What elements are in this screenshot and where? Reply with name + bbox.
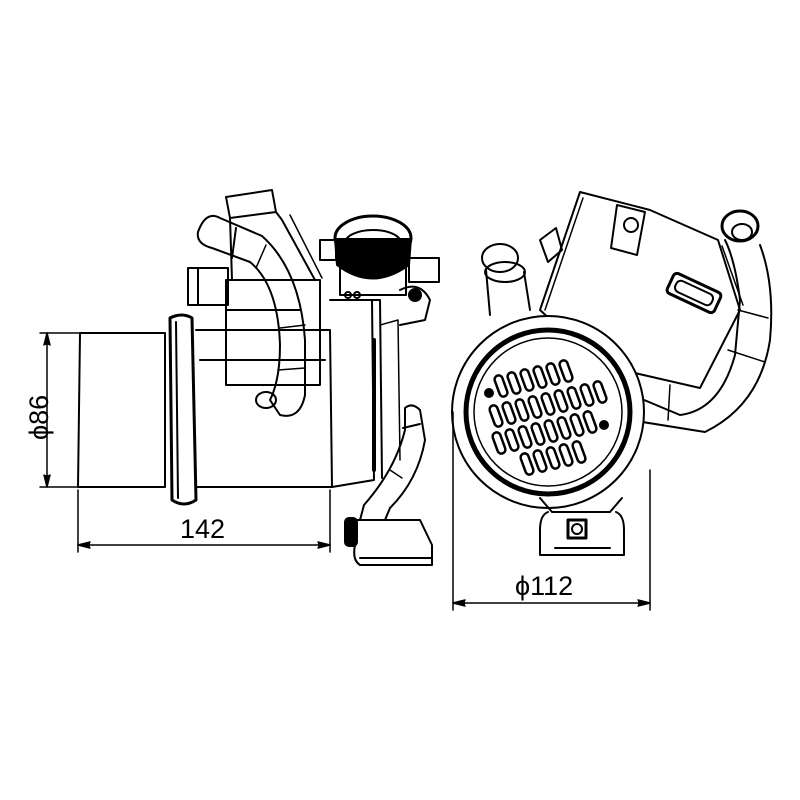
coolant-hose	[196, 214, 306, 417]
connector-box	[187, 267, 229, 306]
connector-slot	[665, 271, 723, 315]
right-outlet-hose	[624, 209, 773, 433]
core-disk	[451, 315, 645, 509]
dimension-label-diameter-112: ϕ112	[515, 571, 574, 601]
top-outlet-pipe	[319, 214, 440, 299]
inlet-flange	[168, 313, 198, 506]
inlet-cylinder	[77, 332, 166, 488]
dimension-label-diameter-86: ϕ86	[24, 394, 54, 440]
top-bracket	[225, 189, 277, 219]
dimension-label-length-142: 142	[180, 514, 226, 544]
left-inlet-pipe	[481, 243, 531, 316]
side-view	[77, 189, 440, 566]
tube-matrix	[488, 359, 608, 476]
bottom-mount	[539, 497, 625, 556]
cooler-body	[195, 329, 333, 488]
dimension-lines	[39, 332, 651, 611]
mounting-bracket	[344, 404, 433, 566]
end-view	[451, 191, 773, 556]
